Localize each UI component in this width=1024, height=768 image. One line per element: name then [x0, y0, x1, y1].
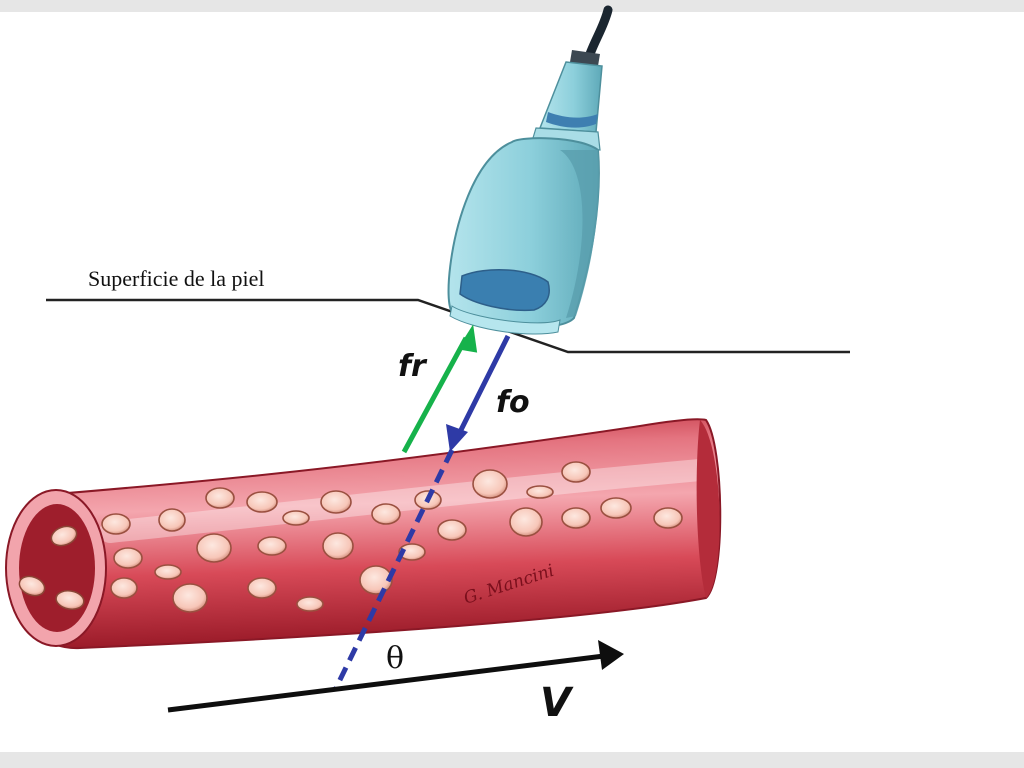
- ultrasound-beam-dashed: [333, 448, 455, 690]
- reflected-frequency-label: fr: [398, 349, 428, 384]
- reflected-frequency-arrow: [401, 336, 469, 454]
- skin-surface-line: [46, 298, 850, 354]
- emitted-frequency-arrow: [455, 334, 511, 438]
- top-band: [0, 0, 1024, 12]
- red-blood-cells: [101, 461, 683, 613]
- skin-surface-label: Superficie de la piel: [88, 266, 265, 291]
- velocity-arrow-head-icon: [598, 640, 624, 670]
- bottom-band: [0, 752, 1024, 768]
- emitted-arrow-head-icon: [446, 424, 468, 452]
- velocity-arrow: [167, 653, 605, 713]
- ultrasound-transducer-icon: [447, 50, 603, 335]
- emitted-frequency-label: fo: [496, 385, 530, 420]
- reflected-arrow-head-icon: [457, 324, 478, 353]
- probe-cable: [585, 5, 613, 59]
- insonation-angle-label: θ: [386, 641, 404, 676]
- velocity-label: V: [540, 680, 574, 726]
